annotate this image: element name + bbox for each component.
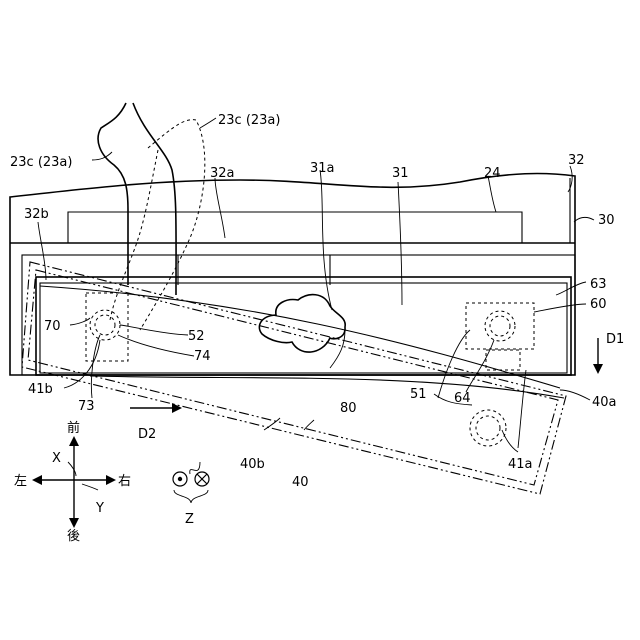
port-80-bottom [90,376,564,398]
label-74: 74 [194,349,211,364]
label-73: 73 [78,399,95,414]
connector-63-inner [490,316,510,336]
direction-labels: 前 後 左 右 X Y [14,420,131,544]
connector-73-inner [95,315,115,335]
frame-32b [22,255,575,375]
label-80: 80 [340,401,357,416]
hole-41a-inner [476,416,500,440]
label-40b: 40b [240,457,265,472]
label-d2: D2 [138,427,156,442]
connector-64-box [486,350,520,370]
connector-60-box [466,303,534,349]
label-23c-right: 23c (23a) [218,113,280,128]
label-64: 64 [454,391,471,406]
label-31a: 31a [310,161,335,176]
label-60: 60 [590,297,607,312]
label-d1: D1 [606,332,624,347]
board-24 [68,212,522,243]
label-63: 63 [590,277,607,292]
label-30: 30 [598,213,615,228]
hole-41a-outer [470,410,506,446]
label-back: 後 [67,529,80,544]
label-52: 52 [188,329,205,344]
label-32: 32 [568,153,585,168]
label-24: 24 [484,166,501,181]
label-y: Y [95,501,104,516]
z-axis-symbols [173,472,209,503]
tray-40-inner [28,270,558,485]
label-front: 前 [67,420,80,436]
label-left: 左 [14,474,27,489]
arrow-d1 [593,338,603,374]
label-32a: 32a [210,166,235,181]
connector-70-box [86,293,128,361]
label-40: 40 [292,475,309,490]
label-41a: 41a [508,457,533,472]
label-31: 31 [392,166,409,181]
label-40a: 40a [592,395,617,410]
cable-23c-left [98,103,128,285]
reference-labels: 23c (23a) 23c (23a) 32 32a 31a 31 24 30 … [10,113,624,527]
label-70: 70 [44,319,61,334]
cable-23c-left-2 [133,103,176,295]
label-x: X [52,451,61,466]
label-32b: 32b [24,207,49,222]
label-right: 右 [118,474,131,489]
housing-32 [10,174,575,375]
label-23c-left: 23c (23a) [10,155,72,170]
arrow-d2 [130,403,182,413]
label-41b: 41b [28,382,53,397]
label-51: 51 [410,387,427,402]
unit-31-outer [36,277,571,375]
label-z: Z [185,512,194,527]
